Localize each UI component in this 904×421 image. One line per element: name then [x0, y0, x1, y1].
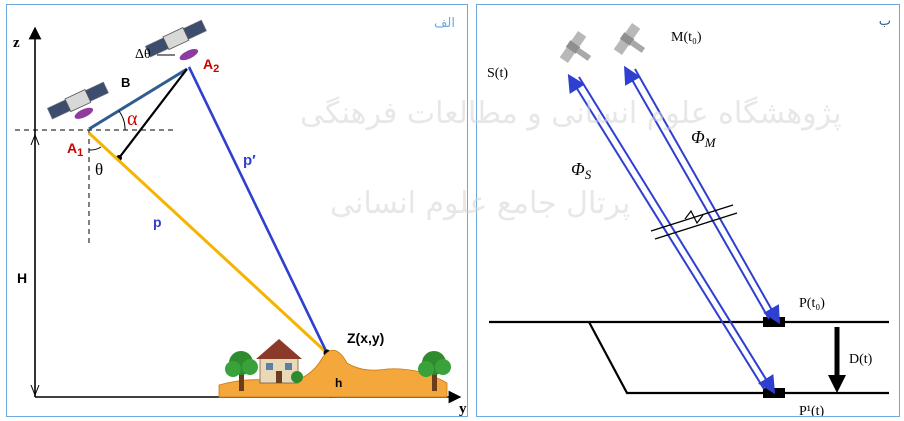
d-t-label: D(t): [849, 352, 873, 367]
panel-a-diagram: z y الف Δθ A2 A1 B α θ p p′ H Z(x,y) h: [13, 16, 467, 417]
displacement-arrow-head: [828, 375, 846, 393]
panel-b-corner-label: ب: [879, 14, 891, 29]
delta-theta-label: Δθ: [135, 47, 151, 62]
h-small-label: h: [335, 376, 342, 390]
ray-m-up: [624, 65, 770, 320]
s-t-label: S(t): [487, 66, 508, 81]
a1-label: A1: [67, 140, 83, 159]
a2-label: A2: [203, 56, 219, 75]
ray-m-down: [634, 68, 780, 325]
ray-s-up: [567, 73, 765, 390]
baseline-b: [88, 67, 188, 131]
height-h-label: H: [17, 270, 27, 286]
height-arrow-top: [30, 133, 40, 146]
panel-a-geometry: z y الف Δθ A2 A1 B α θ p p′ H Z(x,y) h: [6, 4, 468, 417]
satellite-icon-a1: [46, 81, 109, 120]
slant-range-p: [87, 131, 329, 355]
slant-range-p-prime: [187, 66, 329, 354]
point-p-t0-marker: [763, 317, 785, 327]
perpendicular-line: [118, 68, 188, 159]
phi-m-label: ΦM: [691, 127, 717, 150]
y-axis-label: y: [459, 401, 467, 417]
theta-label: θ: [95, 160, 103, 179]
p-prime-label: p′: [243, 152, 256, 169]
m-t0-label: M(t₀): [671, 30, 702, 45]
target-label: Z(x,y): [347, 330, 384, 346]
panel-b-diagram: ب S(t) M(t₀) ΦM ΦS P(t₀) D(t) P¹(t): [487, 14, 891, 417]
tree-icon-right: [418, 351, 451, 391]
tree-icon-left: [225, 351, 258, 391]
baseline-b-label: B: [121, 75, 130, 90]
p-t0-label: P(t₀): [799, 296, 825, 311]
panel-b-displacement: ب S(t) M(t₀) ΦM ΦS P(t₀) D(t) P¹(t): [476, 4, 900, 417]
p-label: p: [153, 214, 162, 230]
surface-line-t: [588, 321, 889, 395]
alpha-arc: [118, 110, 126, 131]
point-p1-t-marker: [763, 388, 785, 398]
satellite-icon-a2: [144, 19, 207, 61]
z-axis-label: z: [13, 35, 20, 51]
theta-arc: [88, 146, 102, 151]
satellite-icon-s: [559, 31, 592, 63]
break-symbol: [650, 204, 738, 240]
phi-s-label: ΦS: [571, 159, 592, 182]
panel-a-corner-label: الف: [434, 16, 455, 31]
watermark-line-2: پرتال جامع علوم انسانی: [330, 186, 631, 221]
p1-t-label: P¹(t): [799, 404, 825, 417]
satellite-icon-m: [613, 23, 646, 55]
house-icon: [256, 339, 303, 384]
watermark-line-1: پژوهشگاه علوم انسانی و مطالعات فرهنگی: [300, 96, 842, 131]
height-arrow-bottom: [30, 384, 40, 397]
alpha-label: α: [127, 108, 138, 130]
